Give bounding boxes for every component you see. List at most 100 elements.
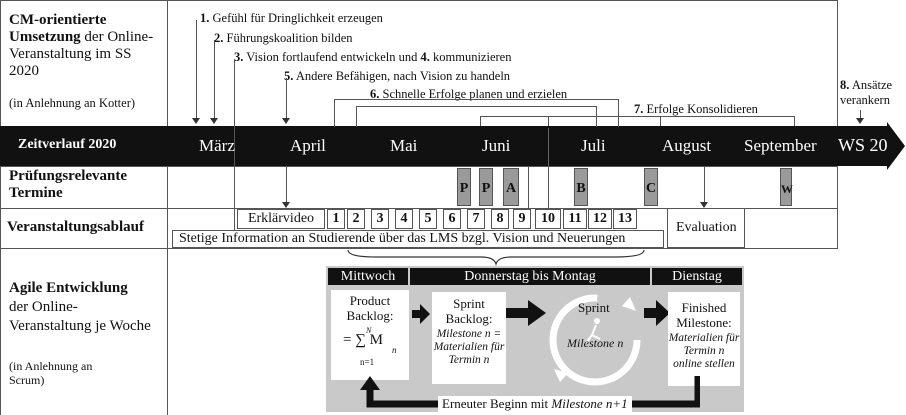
product-backlog-label: Product Backlog: (346, 293, 394, 323)
row-divider (0, 248, 838, 249)
step-8-arrow (860, 110, 861, 120)
month-april: April (290, 136, 326, 155)
week-6: 6 (443, 209, 461, 229)
explainer-video: Erklärvideo (237, 209, 325, 229)
agile-title: Agile Entwicklung der Online-Veranstaltu… (9, 279, 159, 336)
col-divider (837, 0, 838, 126)
month-august: August (662, 136, 712, 155)
step-6-inner-bracket (356, 106, 596, 107)
bracket-leg (356, 106, 357, 127)
kotter-step-1: 1. Gefühl für Dringlichkeit erzeugen (200, 11, 383, 26)
product-backlog-card: Product Backlog: N = ∑ M n n=1 (331, 290, 409, 380)
exam-marker-p2: P (479, 168, 493, 206)
step-2-arrow (214, 40, 215, 120)
scrum-head-wednesday: Mittwoch (328, 268, 408, 285)
step-7-bracket (480, 116, 794, 117)
week-12: 12 (588, 209, 612, 229)
week-10: 10 (535, 209, 561, 229)
scrum-arrow-3 (644, 300, 670, 326)
exam-marker-p1: P (457, 168, 471, 206)
bracket-leg (794, 116, 795, 126)
week-13: 13 (613, 209, 637, 229)
step-num: 7. (634, 102, 644, 116)
arrow-head (192, 118, 200, 124)
sprint-milestone-label: Milestone n (567, 336, 624, 350)
week-11: 11 (563, 209, 587, 229)
agile-title-bold: Agile Entwicklung (9, 280, 128, 296)
agile-title-rest: der Online-Veranstaltung je Woche (9, 299, 151, 334)
week-7: 7 (467, 209, 485, 229)
info-bar: Stetige Information an Studierende über … (172, 230, 664, 248)
month-mai: Mai (390, 136, 418, 155)
step-text: Gefühl für Dringlichkeit erzeugen (212, 11, 383, 25)
week-5: 5 (419, 209, 437, 229)
timeline-label: Zeitverlauf 2020 (18, 137, 117, 152)
row-divider (0, 208, 838, 209)
bracket-leg (660, 116, 661, 126)
bracket-leg (548, 116, 549, 126)
sprint-label: Sprint (578, 300, 610, 315)
week-3: 3 (371, 209, 389, 229)
exam-marker-w: W (780, 168, 793, 206)
sprint-cycle-icon (549, 294, 641, 386)
cm-title-bold: CM-orientierte Umsetzung (9, 12, 107, 45)
month-juni: Juni (482, 136, 511, 155)
arrow-head (856, 118, 864, 124)
arrow-head (282, 118, 290, 124)
finished-milestone-card: Finished Milestone: Materialien für Term… (668, 292, 740, 386)
cm-note: (in Anlehnung an Kotter) (9, 96, 136, 110)
restart-text: Erneuter Beginn mit (442, 396, 549, 411)
info-bar-text: Stetige Information an Studierende über … (179, 231, 626, 246)
week-9: 9 (513, 209, 531, 229)
kotter-step-3-4: 3. Vision fortlaufend entwickeln und 4. … (234, 50, 511, 65)
kotter-step-5: 5. Andere Befähigen, nach Vision zu hand… (284, 69, 510, 84)
step-text: kommunizieren (433, 50, 512, 64)
month-september: September (744, 136, 817, 155)
cm-title-rest: der Online-Veranstaltung im SS 2020 (9, 29, 154, 79)
step-5-arrow (286, 78, 287, 120)
backlog-formula: N = ∑ M n n=1 (331, 325, 409, 369)
step-3-line (234, 60, 235, 240)
scrum-arrow-2 (506, 300, 546, 326)
sprint-backlog-label: Sprint Backlog: (445, 296, 493, 326)
row-divider (0, 0, 838, 1)
step-text: Andere Befähigen, nach Vision zu handeln (295, 69, 511, 83)
step-text: Erfolge Konsolidieren (646, 102, 758, 116)
step-1-arrow (196, 20, 197, 120)
week-8: 8 (491, 209, 509, 229)
sprint-backlog-card: Sprint Backlog: Milestone n = Materialie… (432, 292, 506, 384)
step-text: Ansätze verankern (840, 78, 893, 107)
exam-marker-c: C (644, 168, 658, 206)
pruef-label: Prüfungsrelevante Termine (9, 168, 128, 201)
step-num: 8. (840, 78, 850, 92)
formula-top: N (366, 326, 372, 335)
finished-label: Finished Milestone: (676, 300, 732, 330)
month-maerz: März (199, 136, 235, 155)
month-ws20: WS 20 (838, 135, 888, 155)
step-num: 1. (200, 11, 210, 25)
col-divider (167, 0, 168, 415)
drop-line (704, 166, 705, 206)
scrum-head-thursday-monday: Donnerstag bis Montag (410, 268, 650, 285)
bracket-leg (334, 99, 335, 127)
step-6-bracket (334, 99, 618, 100)
step-num: 3. (234, 50, 244, 64)
week-1: 1 (327, 209, 345, 229)
step-text: Schnelle Erfolge planen und erzielen (382, 87, 568, 101)
timeline-arrow-tip (887, 122, 905, 170)
step-num: 5. (284, 69, 294, 83)
scrum-head-tuesday: Dienstag (652, 268, 742, 285)
restart-milestone: Milestone n+1 (551, 396, 628, 411)
formula-bottom: n=1 (360, 357, 375, 367)
step-text: Vision fortlaufend entwickeln und (246, 50, 418, 64)
sprint-backlog-def: Milestone n = Materialien für Termin n (433, 328, 505, 366)
timeline-bar (0, 126, 888, 166)
drop-line (528, 166, 529, 208)
drop-line (286, 166, 287, 206)
agile-note: (in Anlehnung an Scrum) (9, 359, 93, 387)
kotter-step-6: 6. Schnelle Erfolge planen und erzielen (370, 87, 567, 102)
kotter-step-8: 8. Ansätze verankern (840, 78, 906, 108)
evaluation-label: Evaluation (676, 220, 737, 235)
month-divider (548, 128, 549, 166)
step-num: 4. (420, 50, 430, 64)
